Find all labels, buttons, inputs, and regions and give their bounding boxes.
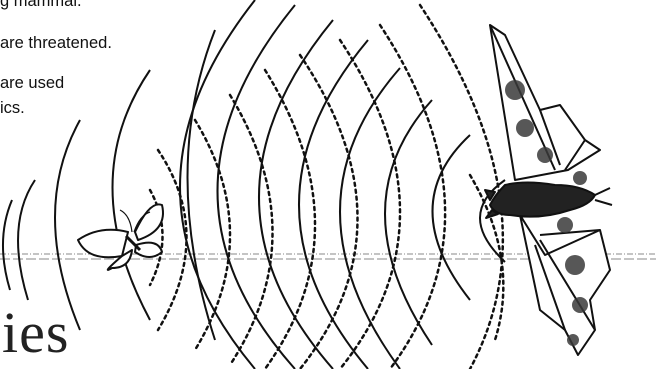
- bat-lower-wing: [520, 215, 610, 355]
- echo-wave-6: [300, 55, 358, 369]
- echo-sound-waves: [150, 5, 503, 369]
- solid-wave-10: [113, 70, 151, 320]
- emitted-sound-waves: [3, 0, 505, 369]
- solid-wave-9: [188, 30, 216, 340]
- echo-wave-8: [380, 25, 445, 369]
- moth-icon: [78, 204, 163, 270]
- solid-wave-2: [433, 135, 471, 300]
- solid-wave-13: [3, 200, 12, 290]
- echo-wave-9: [420, 5, 503, 369]
- echo-wave-4: [230, 95, 273, 365]
- solid-wave-12: [18, 180, 35, 300]
- solid-wave-7: [218, 5, 296, 369]
- echo-wave-3: [195, 120, 230, 350]
- bat-body: [490, 183, 595, 217]
- section-heading: ies: [2, 298, 69, 368]
- bat-icon: [485, 25, 612, 355]
